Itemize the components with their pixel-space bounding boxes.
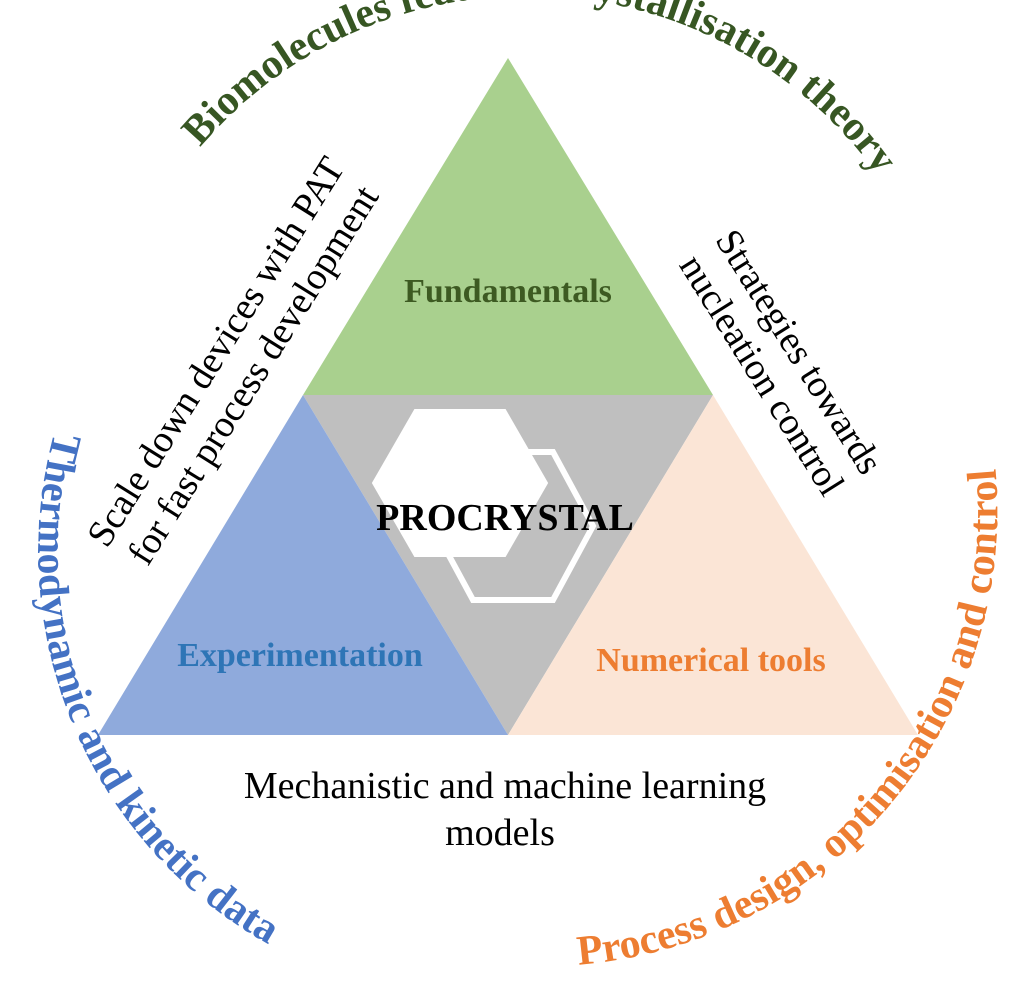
- numerical-tools-region: [508, 395, 918, 735]
- fundamentals-label: Fundamentals: [404, 273, 612, 310]
- hexagon-logo: [371, 409, 597, 603]
- fundamentals-region: [303, 58, 713, 395]
- experimentation-region: [98, 395, 508, 735]
- experimentation-label: Experimentation: [177, 637, 423, 674]
- bottom-line2: models: [445, 812, 555, 854]
- procrystal-label: PROCRYSTAL: [376, 497, 634, 539]
- numerical-tools-label: Numerical tools: [596, 642, 825, 679]
- hexagon-front: [371, 409, 549, 557]
- bottom-line1: Mechanistic and machine learning: [244, 765, 766, 807]
